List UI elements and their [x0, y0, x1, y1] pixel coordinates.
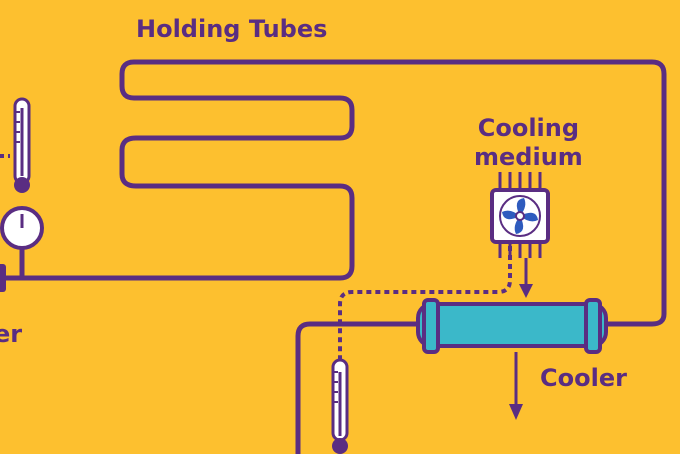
cooler-icon — [416, 298, 608, 354]
sensor-dashed-line — [338, 246, 512, 360]
pressure-gauge-icon — [0, 206, 44, 278]
cooling-medium-line2: medium — [474, 143, 583, 172]
lower-thermometer-icon — [331, 358, 349, 454]
cooler-label: Cooler — [540, 364, 627, 392]
fan-icon — [490, 172, 550, 258]
left-fragment-label: er — [0, 320, 23, 348]
inlet-fitting — [0, 264, 6, 292]
cooling-medium-label: Cooling medium — [474, 114, 583, 173]
cooler-outlet-arrow-icon — [509, 352, 523, 420]
holding-tubes-label: Holding Tubes — [136, 15, 328, 43]
outlet-pipe — [295, 321, 419, 454]
arrow-down-icon — [519, 258, 533, 298]
holding-tubes-pipe — [0, 59, 667, 327]
thermometer-icon — [13, 97, 31, 193]
holding-tubes-lower-loop — [122, 198, 340, 230]
cooling-medium-line1: Cooling — [477, 114, 580, 142]
